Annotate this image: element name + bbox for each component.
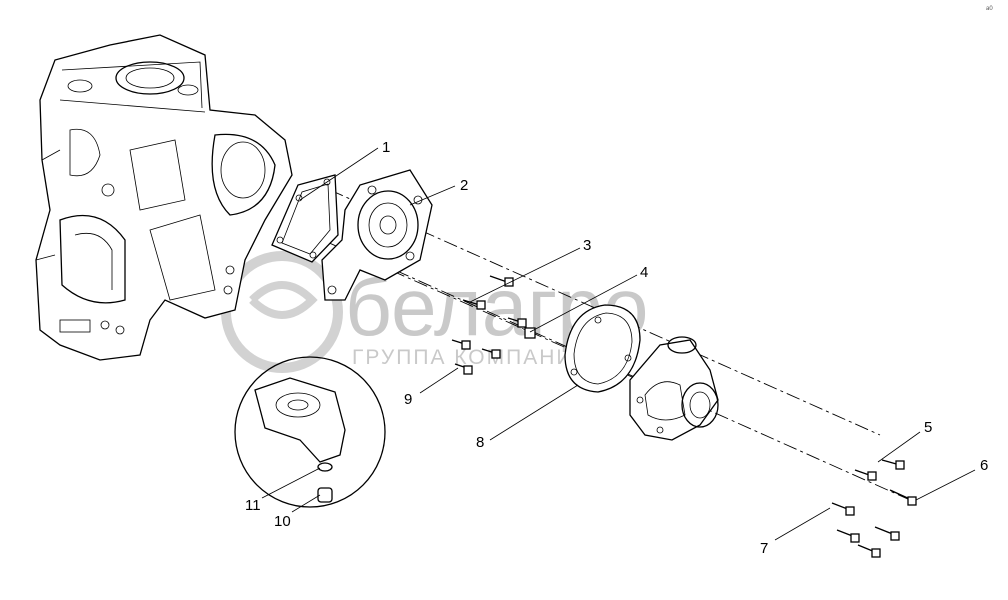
bolt-9b (481, 348, 501, 359)
bolt-7c (874, 526, 900, 541)
pump-body (321, 169, 433, 301)
bolt-6 (889, 489, 917, 506)
round-gasket (564, 304, 641, 393)
leader-lines (261, 147, 976, 541)
bolts (451, 275, 917, 558)
callout-8: 8 (476, 434, 484, 451)
water-pump (629, 336, 719, 441)
bolt-9a (451, 339, 471, 350)
detail-inset (234, 356, 386, 508)
bolt-3a (489, 275, 514, 287)
bolt-5a (881, 459, 905, 470)
corner-mark: a0 (986, 6, 993, 12)
callout-11: 11 (245, 497, 261, 514)
callout-3: 3 (583, 237, 591, 254)
gasket (271, 174, 339, 263)
callout-10: 10 (274, 513, 291, 530)
bolt-7b (836, 529, 860, 543)
callout-6: 6 (980, 457, 988, 474)
bolt-4 (524, 327, 536, 339)
callout-7: 7 (760, 540, 768, 557)
callout-2: 2 (460, 177, 468, 194)
callout-9: 9 (404, 391, 412, 408)
bolt-5b (854, 469, 877, 481)
bolt-7a (831, 502, 855, 516)
callout-1: 1 (382, 139, 390, 156)
bolt-3b (462, 299, 486, 310)
bolt-7d (857, 544, 881, 558)
callout-5: 5 (924, 419, 932, 436)
engine-block (35, 34, 293, 361)
bolt-3c (507, 317, 527, 328)
callout-4: 4 (640, 264, 648, 281)
callouts: 1 2 3 4 5 6 7 8 9 10 11 (245, 139, 988, 557)
bolt-9c (454, 363, 473, 375)
